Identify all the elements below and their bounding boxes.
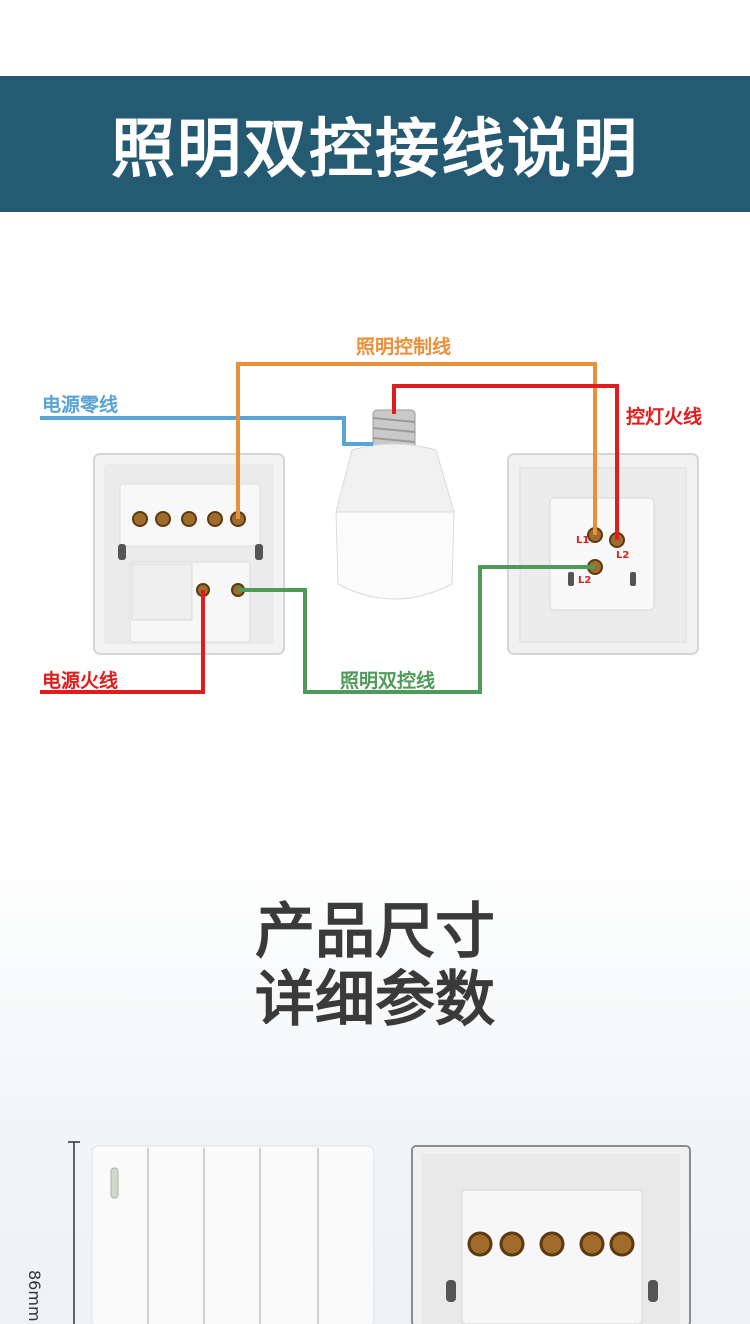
light-bulb <box>335 409 455 600</box>
page-title: 照明双控接线说明 <box>111 113 639 187</box>
neutral-wire-label: 电源零线 <box>42 394 119 416</box>
power-live-wire-line <box>40 590 205 694</box>
terminal-l1-label: L1 <box>576 535 590 546</box>
height-dimension-label: 86mm <box>25 1270 44 1322</box>
product-images-svg <box>68 1141 691 1324</box>
terminal-l2-label: L2 <box>616 550 630 561</box>
specs-heading-line1: 产品尺寸 <box>255 897 495 967</box>
power-live-wire-label: 电源火线 <box>42 670 119 692</box>
lighting-control-wire-label: 照明控制线 <box>356 336 452 358</box>
dual-control-wire-line <box>238 565 595 694</box>
wiring-diagram-svg <box>40 362 699 694</box>
specs-heading-line2: 详细参数 <box>255 965 495 1035</box>
right-switch-back <box>507 453 699 655</box>
terminal-l2b-label: L2 <box>578 575 592 586</box>
specs-heading: 产品尺寸 详细参数 <box>0 898 750 1034</box>
control-live-wire-line <box>392 384 619 540</box>
specs-section: 产品尺寸 详细参数 86mm <box>0 840 750 1324</box>
left-switch-back <box>93 453 285 655</box>
neutral-wire-line <box>40 416 373 446</box>
lighting-control-wire-line <box>236 362 597 535</box>
wiring-diagram: 照明控制线 电源零线 控灯火线 电源火线 照明双控线 L1 L2 L2 <box>0 212 750 832</box>
title-banner: 照明双控接线说明 <box>0 76 750 212</box>
dual-control-wire-label: 照明双控线 <box>340 670 436 692</box>
control-live-wire-label: 控灯火线 <box>626 406 703 428</box>
